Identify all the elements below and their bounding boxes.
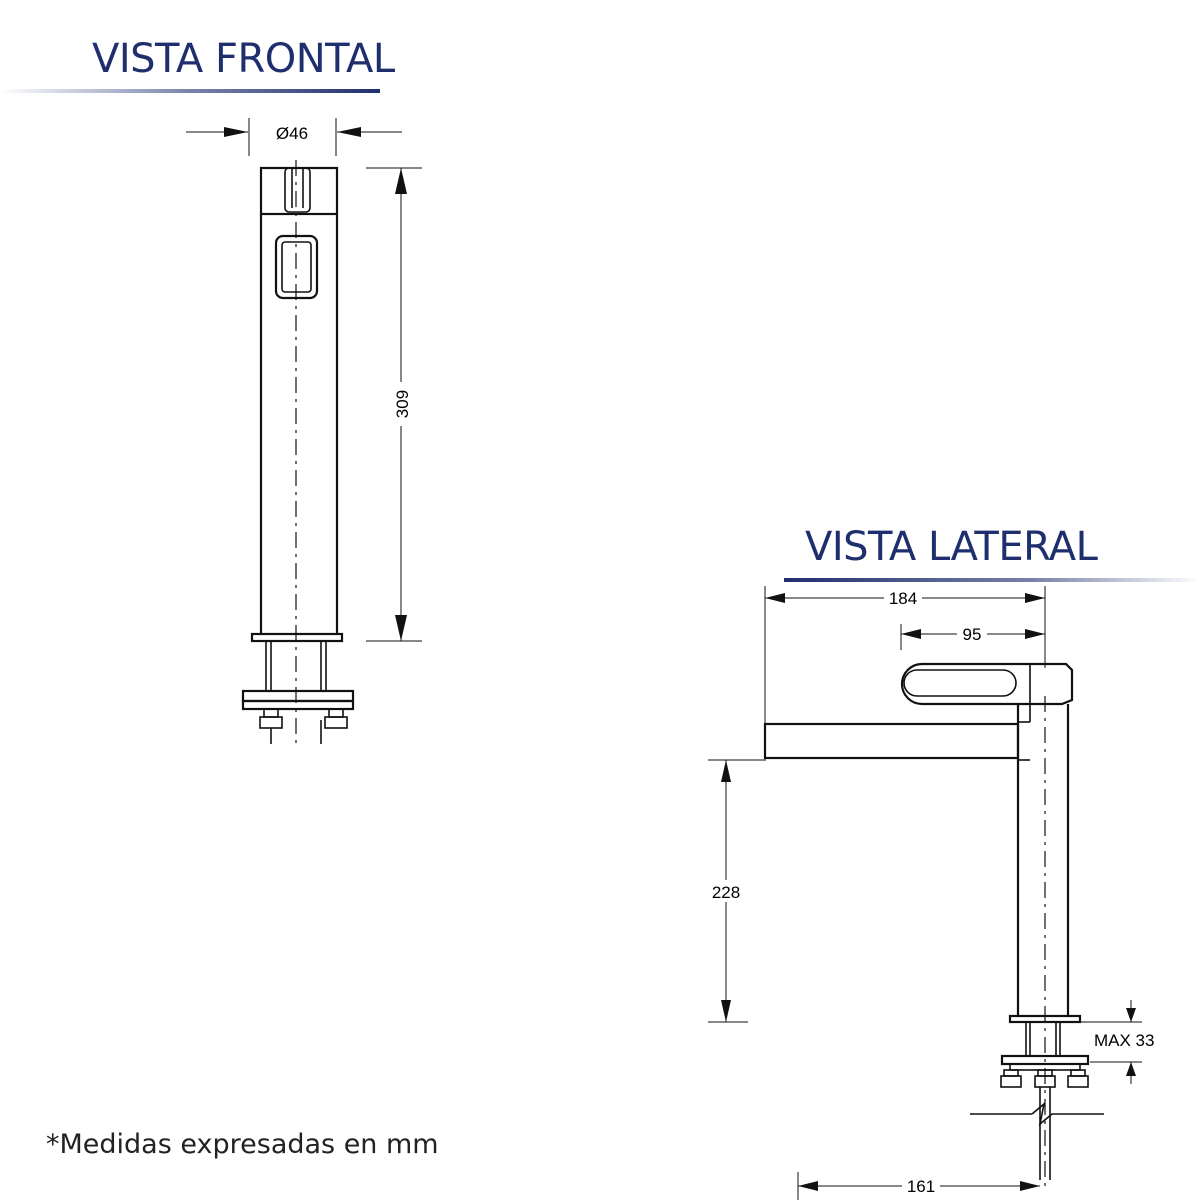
- side-total-length-label: 184: [889, 589, 917, 608]
- side-handle-length-label: 95: [963, 625, 982, 644]
- side-view-title: VISTA LATERAL: [805, 524, 1099, 570]
- side-reach-label: 161: [907, 1177, 935, 1196]
- front-view: VISTA FRONTAL Ø46: [0, 36, 422, 748]
- side-total-length-dimension: 184: [764, 586, 1046, 726]
- front-diameter-label: Ø46: [276, 124, 308, 143]
- front-view-title: VISTA FRONTAL: [92, 36, 396, 82]
- front-faucet-body: [241, 160, 355, 748]
- side-max-thickness-dimension: MAX 33: [1068, 1000, 1154, 1084]
- side-max-thickness-label: MAX 33: [1094, 1031, 1154, 1050]
- side-title-rule: [784, 578, 1200, 582]
- front-height-label: 309: [393, 390, 412, 418]
- front-diameter-dimension: Ø46: [186, 118, 402, 156]
- front-height-dimension: 309: [366, 167, 422, 642]
- side-view: VISTA LATERAL 184 95: [706, 524, 1200, 1200]
- units-footnote: *Medidas expresadas en mm: [46, 1129, 439, 1160]
- side-spout-height-label: 228: [712, 883, 740, 902]
- side-reach-dimension: 161: [797, 1172, 1040, 1200]
- front-title-rule: [0, 89, 380, 93]
- side-faucet-body: [763, 662, 1104, 1190]
- side-spout-height-dimension: 228: [706, 759, 766, 1023]
- side-handle-length-dimension: 95: [900, 624, 1045, 650]
